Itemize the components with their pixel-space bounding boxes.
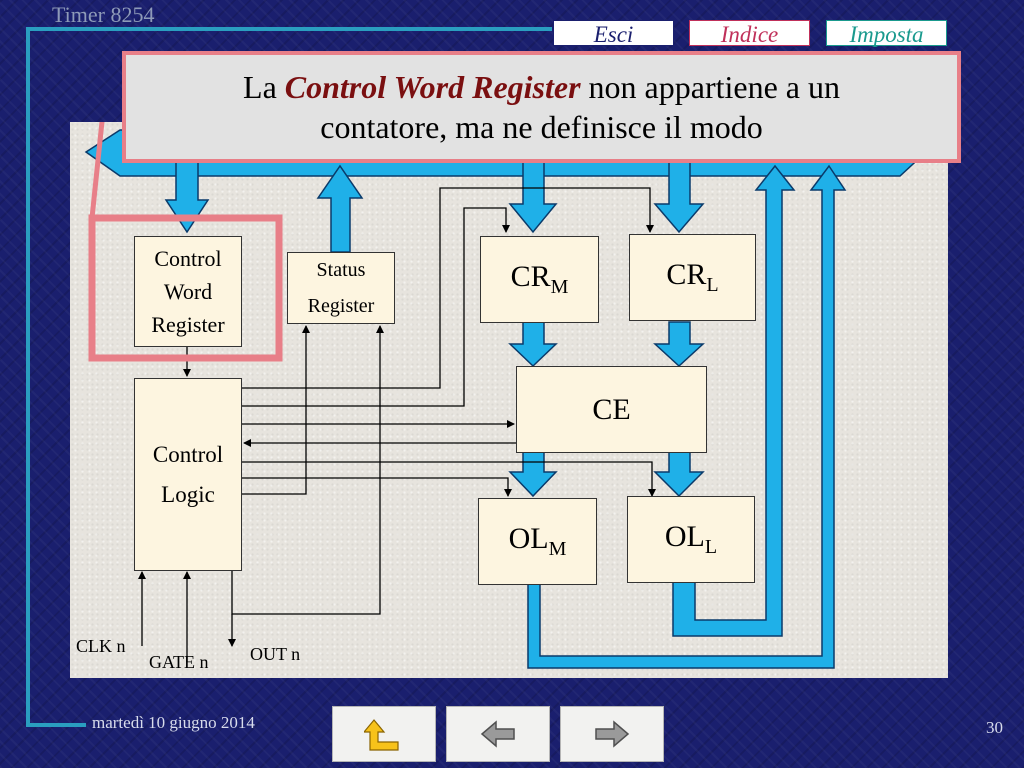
control-word-register-box: Control Word Register <box>134 236 242 347</box>
slide-title: Timer 8254 <box>52 2 155 27</box>
callout-prefix: La <box>243 69 285 105</box>
clk-label: CLK n <box>76 636 126 656</box>
status-register-box: Status Register <box>287 252 395 324</box>
ce-box: CE <box>516 366 707 453</box>
out-label: OUT n <box>250 644 301 664</box>
cr-l-label: CR <box>666 258 707 291</box>
cr-m-box: CRM <box>480 236 599 323</box>
ol-m-subscript: M <box>548 538 567 560</box>
callout-pointer-left <box>89 122 105 219</box>
footer-date: martedì 10 giugno 2014 <box>92 713 255 732</box>
home-arrow-icon <box>364 719 399 751</box>
cwr-label-line2: Word <box>163 279 213 304</box>
frame-line-bottom <box>26 723 86 727</box>
cwr-highlight <box>88 214 283 362</box>
index-button[interactable]: Indice <box>689 20 810 47</box>
back-arrow-icon <box>480 720 515 748</box>
gate-label: GATE n <box>149 652 209 672</box>
cwr-label-line1: Control <box>154 246 222 271</box>
frame-line-top <box>26 27 552 31</box>
status-label-line1: Status <box>316 259 366 281</box>
diagram-panel <box>70 122 948 678</box>
cwr-label-line3: Register <box>151 312 225 337</box>
ol-m-return-bus <box>527 164 847 669</box>
cr-l-subscript: L <box>706 274 719 296</box>
ol-m-box: OLM <box>478 498 597 585</box>
frame-line-left <box>26 27 30 727</box>
forward-button[interactable] <box>560 706 664 762</box>
status-label-line2: Register <box>307 295 375 317</box>
callout-line2: contatore, ma ne definisce il modo <box>320 109 763 145</box>
control-lines <box>138 187 656 662</box>
cr-l-box: CRL <box>629 234 756 321</box>
control-logic-line1: Control <box>152 441 224 467</box>
control-logic-line2: Logic <box>161 481 215 507</box>
cr-m-subscript: M <box>550 276 569 298</box>
forward-arrow-icon <box>595 720 630 748</box>
callout-box: La Control Word Register non appartiene … <box>122 51 961 163</box>
ol-l-subscript: L <box>704 536 718 558</box>
home-button[interactable] <box>332 706 436 762</box>
callout-suffix: non appartiene a un <box>580 69 840 105</box>
ce-label: CE <box>592 392 631 426</box>
callout-line1: La Control Word Register non appartiene … <box>126 67 957 107</box>
ol-l-return-bus <box>672 164 796 637</box>
back-button[interactable] <box>446 706 550 762</box>
control-logic-box: Control Logic <box>134 378 242 571</box>
settings-button[interactable]: Imposta <box>826 20 947 47</box>
ol-l-label: OL <box>664 520 705 553</box>
ol-l-box: OLL <box>627 496 755 583</box>
cr-m-label: CR <box>510 260 551 293</box>
bus-arrows <box>164 159 705 498</box>
page-number: 30 <box>986 718 1003 737</box>
ol-m-label: OL <box>508 522 549 555</box>
callout-emphasis: Control Word Register <box>284 69 581 105</box>
exit-button[interactable]: Esci <box>553 20 674 47</box>
